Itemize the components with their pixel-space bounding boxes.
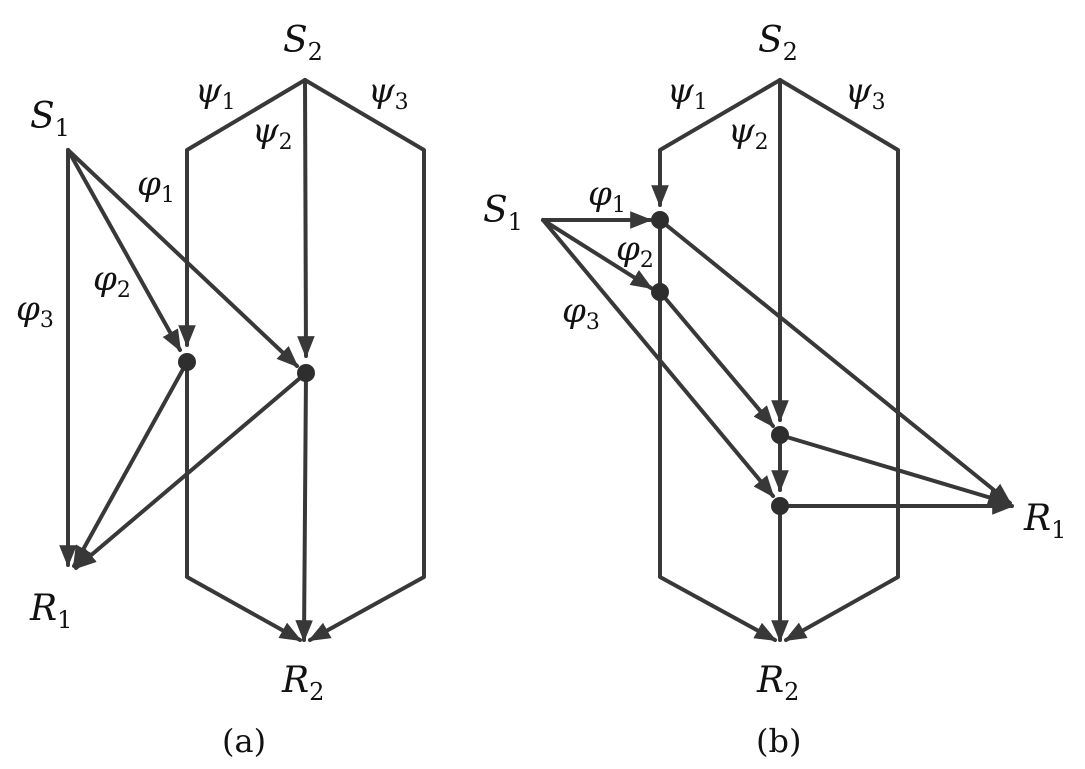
label-s2-b: S2	[758, 20, 798, 66]
psi1-path-a	[178, 78, 307, 348]
node2-to-node3-b	[658, 290, 775, 428]
psi2-lower-a	[295, 371, 313, 643]
label-psi3-b: ψ3	[845, 71, 886, 115]
label-psi3-a: ψ3	[368, 71, 409, 115]
relay-node-b-3	[771, 426, 789, 444]
phi3-path-b	[541, 218, 775, 498]
label-phi3-b: φ3	[562, 291, 600, 335]
psi1-lower-b	[658, 218, 777, 642]
label-phi2-a: φ2	[93, 259, 131, 303]
psi3-path-a	[303, 78, 426, 642]
label-r2-a: R2	[281, 660, 324, 706]
phi1-path-a	[66, 148, 299, 368]
relay-node-b-2	[651, 283, 669, 301]
label-psi1-b: ψ1	[667, 71, 708, 115]
label-s2-a: S2	[283, 20, 323, 66]
node1-to-r1-b	[658, 218, 1012, 505]
panel-b: S1 S2 R1 R2 φ1 φ2 φ3 ψ1 ψ2 ψ3 (b)	[483, 20, 1066, 760]
relay-node-b-4	[771, 497, 789, 515]
relay-node-a-1	[178, 353, 196, 371]
phi2-path-a	[66, 148, 182, 352]
caption-b: (b)	[756, 722, 801, 760]
label-psi2-b: ψ2	[728, 111, 769, 155]
psi3-path-b	[778, 78, 900, 642]
label-s1-a: S1	[30, 96, 70, 142]
label-r1-b: R1	[1023, 498, 1066, 544]
psi1-path-b	[651, 78, 782, 208]
label-phi1-a: φ1	[137, 164, 175, 208]
label-r1-a: R1	[29, 588, 72, 634]
psi1-lower-a	[185, 360, 302, 642]
phi2-path-b	[541, 218, 653, 290]
label-psi2-a: ψ2	[252, 111, 293, 155]
label-s1-b: S1	[483, 190, 523, 236]
label-phi1-b: φ1	[588, 174, 626, 218]
label-phi3-a: φ3	[16, 289, 54, 333]
caption-a: (a)	[222, 722, 266, 760]
panel-a: S1 S2 R1 R2 φ1 φ2 φ3 ψ1 ψ2 ψ3 (a)	[16, 20, 426, 760]
relay-node-b-1	[651, 211, 669, 229]
relay-node-a-2	[297, 364, 315, 382]
node3-to-r1-b	[778, 433, 1011, 506]
label-phi2-b: φ2	[616, 229, 654, 273]
psi2-path-a	[297, 78, 315, 359]
node1-to-r1-a	[72, 360, 189, 568]
label-psi1-a: ψ1	[195, 71, 236, 115]
label-r2-b: R2	[756, 660, 799, 706]
node2-to-r1-a	[74, 371, 308, 570]
